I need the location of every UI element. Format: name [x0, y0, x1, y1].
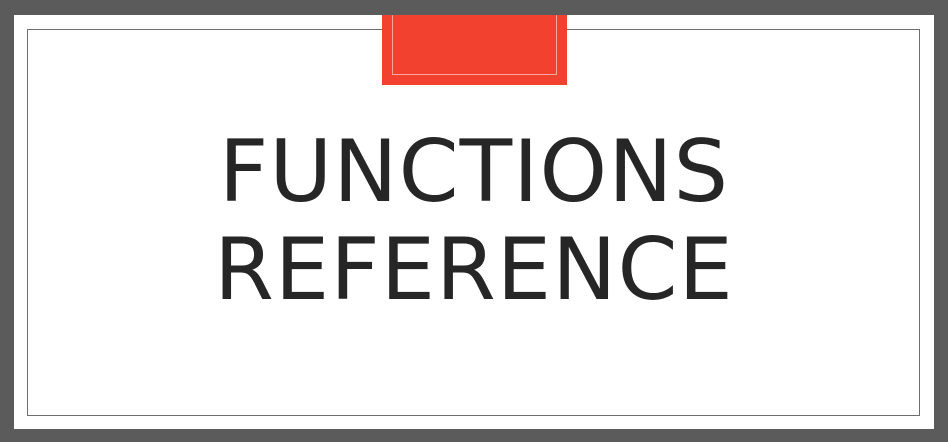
title-line-1: FUNCTIONS [218, 122, 730, 222]
accent-tab-inner-border [392, 15, 557, 75]
accent-tab [382, 15, 567, 85]
title-slide[interactable]: FUNCTIONS REFERENCE [14, 15, 934, 429]
slide-title[interactable]: FUNCTIONS REFERENCE [14, 123, 934, 319]
title-line-2: REFERENCE [214, 220, 734, 320]
